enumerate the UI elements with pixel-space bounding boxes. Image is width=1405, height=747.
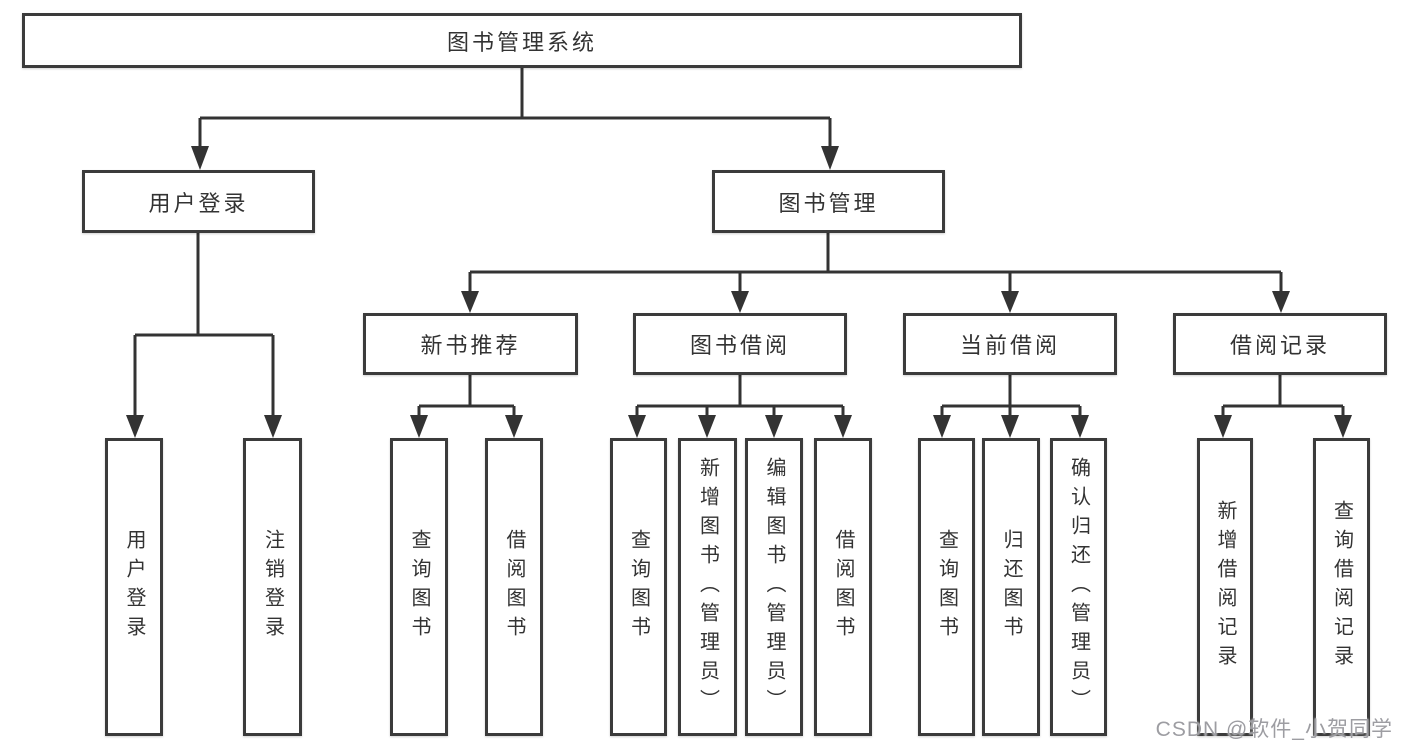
leaf-query-books-current: 查询图书 bbox=[918, 438, 975, 736]
csdn-watermark: CSDN @软件_小贺同学 bbox=[1155, 718, 1393, 741]
node-book-borrowing: 图书借阅 bbox=[633, 313, 847, 375]
node-current-borrowing: 当前借阅 bbox=[903, 313, 1117, 375]
leaf-borrow-books-label: 借阅图书 bbox=[832, 529, 854, 645]
node-current-borrowing-label: 当前借阅 bbox=[959, 333, 1060, 358]
leaf-edit-books-admin: 编辑图书（管理员） bbox=[745, 438, 803, 736]
leaf-logout: 注销登录 bbox=[243, 438, 302, 736]
leaf-add-books-admin: 新增图书（管理员） bbox=[678, 438, 737, 736]
leaf-borrow-books-recommend: 借阅图书 bbox=[485, 438, 543, 736]
leaf-query-books-borrowing: 查询图书 bbox=[610, 438, 667, 736]
leaf-query-borrow-record-label: 查询借阅记录 bbox=[1330, 500, 1353, 674]
leaf-query-books-borrowing-label: 查询图书 bbox=[627, 529, 650, 645]
leaf-borrow-books-recommend-label: 借阅图书 bbox=[503, 529, 525, 645]
node-book-management-label: 图书管理 bbox=[778, 190, 879, 216]
node-borrowing-records-label: 借阅记录 bbox=[1229, 333, 1330, 358]
node-new-book-recommend-label: 新书推荐 bbox=[420, 333, 521, 358]
leaf-query-books-recommend: 查询图书 bbox=[390, 438, 448, 736]
leaf-add-borrow-record: 新增借阅记录 bbox=[1197, 438, 1253, 736]
leaf-confirm-return-admin-label: 确认归还（管理员） bbox=[1067, 456, 1090, 718]
node-root-label: 图书管理系统 bbox=[446, 29, 597, 55]
leaf-user-login-label: 用户登录 bbox=[123, 529, 145, 645]
node-root-system: 图书管理系统 bbox=[22, 13, 1022, 68]
leaf-confirm-return-admin: 确认归还（管理员） bbox=[1050, 438, 1107, 736]
leaf-logout-label: 注销登录 bbox=[261, 529, 284, 645]
leaf-user-login: 用户登录 bbox=[105, 438, 163, 736]
leaf-query-borrow-record: 查询借阅记录 bbox=[1313, 438, 1370, 736]
leaf-add-books-admin-label: 新增图书（管理员） bbox=[696, 456, 719, 718]
node-new-book-recommend: 新书推荐 bbox=[363, 313, 578, 375]
node-book-borrowing-label: 图书借阅 bbox=[689, 333, 790, 358]
node-book-management: 图书管理 bbox=[712, 170, 945, 233]
leaf-edit-books-admin-label: 编辑图书（管理员） bbox=[763, 456, 785, 718]
node-user-login: 用户登录 bbox=[82, 170, 315, 233]
node-user-login-label: 用户登录 bbox=[148, 190, 249, 216]
leaf-borrow-books: 借阅图书 bbox=[814, 438, 872, 736]
node-borrowing-records: 借阅记录 bbox=[1173, 313, 1387, 375]
arrowheads bbox=[126, 146, 1352, 438]
leaf-add-borrow-record-label: 新增借阅记录 bbox=[1214, 500, 1236, 674]
connector-path bbox=[133, 68, 1345, 418]
leaf-return-books-label: 归还图书 bbox=[1000, 529, 1022, 645]
leaf-query-books-current-label: 查询图书 bbox=[935, 529, 958, 645]
leaf-return-books: 归还图书 bbox=[982, 438, 1040, 736]
leaf-query-books-recommend-label: 查询图书 bbox=[408, 529, 430, 645]
